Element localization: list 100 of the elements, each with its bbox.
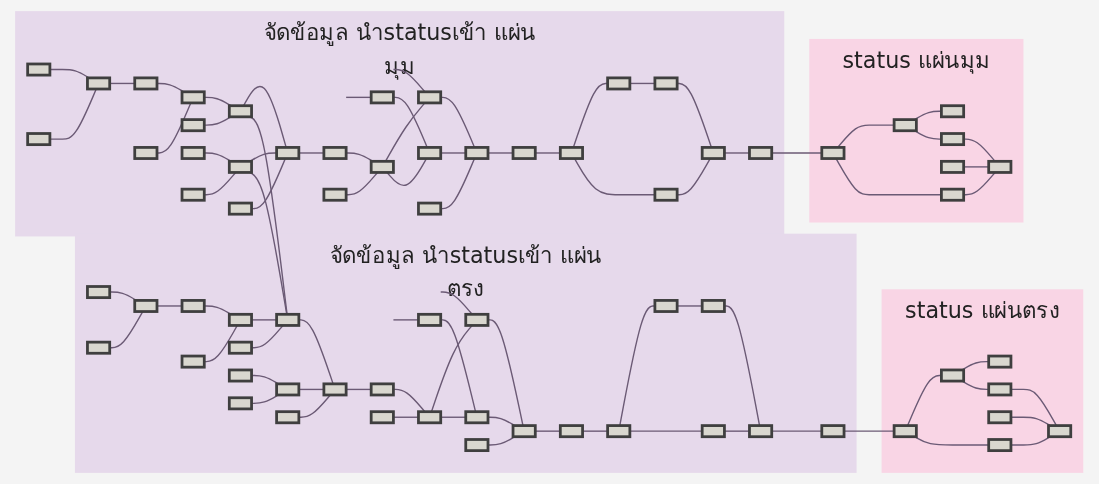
node-box (86, 285, 112, 299)
node-box (987, 382, 1013, 397)
connector (440, 291, 474, 315)
node-box (511, 146, 537, 160)
connector (629, 430, 704, 432)
node-box (133, 299, 159, 313)
node-box (417, 312, 443, 327)
connector (907, 374, 943, 427)
node-box (820, 146, 846, 160)
connector (487, 152, 515, 154)
node-box (26, 132, 52, 147)
connector (963, 138, 997, 163)
connector (393, 388, 426, 413)
node-box (464, 146, 490, 160)
node-box (893, 424, 919, 439)
node-box (820, 424, 846, 439)
connector (345, 96, 373, 99)
node-box (606, 424, 632, 439)
node-box (893, 118, 919, 133)
connector (487, 436, 516, 446)
connector (440, 152, 467, 154)
node-box (606, 76, 632, 91)
node-box (701, 299, 727, 313)
node-box (370, 382, 396, 397)
cluster: จัดข้อมูล นำstatusเข้า แผ่นตรง (75, 233, 857, 473)
node-box (417, 201, 443, 216)
connector (203, 171, 237, 196)
node-box (987, 159, 1013, 174)
connector (203, 305, 232, 315)
node-box (653, 76, 679, 91)
node-box (464, 410, 490, 425)
connector (249, 152, 278, 163)
connector (431, 324, 474, 413)
connector (251, 319, 278, 321)
node-box (987, 438, 1013, 452)
node-box (133, 146, 159, 160)
node-box (180, 299, 206, 313)
node-box (940, 187, 966, 202)
connector (582, 430, 609, 432)
connector (676, 305, 704, 307)
node-box (701, 146, 727, 160)
connector (243, 85, 288, 149)
connector (914, 130, 943, 140)
connector (249, 171, 288, 315)
node-box (228, 396, 254, 411)
connector (203, 152, 232, 163)
connector (251, 157, 287, 210)
connector (109, 291, 138, 302)
connector (393, 68, 426, 93)
connector (298, 152, 325, 154)
connector (298, 388, 325, 391)
connector (835, 157, 943, 196)
connector (393, 96, 429, 149)
node-box (370, 410, 396, 425)
connector (393, 319, 420, 321)
node-box (180, 146, 206, 160)
node-box (464, 312, 490, 327)
node-box (228, 201, 254, 216)
connector (440, 96, 476, 149)
node-box (653, 299, 679, 313)
node-box (940, 368, 966, 383)
node-box (228, 104, 254, 119)
connector (487, 416, 516, 427)
node-box (748, 146, 774, 160)
node-box (228, 368, 254, 383)
cluster: status แผ่นตรง (881, 289, 1084, 473)
connector (961, 380, 990, 391)
connector (837, 124, 896, 149)
connector (961, 360, 990, 371)
connector (771, 152, 823, 154)
node-box (228, 159, 254, 174)
node-box (653, 187, 679, 202)
connector (298, 319, 335, 385)
node-box (86, 76, 112, 91)
connector (203, 116, 232, 126)
node-box (180, 354, 206, 369)
connector (843, 430, 896, 432)
node-box (180, 90, 206, 105)
node-box (464, 438, 490, 452)
node-box (370, 159, 396, 174)
connector (109, 82, 136, 85)
node-box (275, 312, 301, 327)
node-box (275, 410, 301, 425)
connector (440, 319, 477, 413)
connector (724, 305, 761, 427)
node-box (322, 146, 348, 160)
connector (914, 436, 990, 446)
cluster: status แผ่นมุม (809, 38, 1024, 223)
connector (251, 394, 280, 405)
connector (386, 157, 428, 187)
connector (345, 388, 373, 391)
node-box (987, 410, 1013, 425)
cluster: จัดข้อมูล นำstatusเข้า แผ่นมุม (15, 11, 785, 237)
connector (1010, 388, 1058, 427)
node-box (86, 340, 112, 355)
node-box (26, 62, 52, 77)
connector (487, 319, 524, 427)
connector (156, 305, 183, 307)
node-box (987, 354, 1013, 369)
connector (109, 310, 144, 349)
